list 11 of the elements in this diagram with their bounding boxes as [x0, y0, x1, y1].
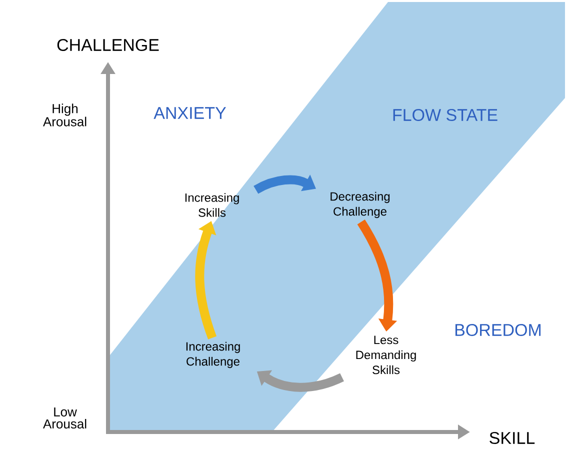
step-text: Less Demanding Skills: [356, 336, 416, 374]
axis-title: SKILL: [490, 432, 535, 444]
axis-title: CHALLENGE: [57, 38, 159, 52]
step-text: Increasing Skills: [185, 193, 239, 217]
region-label: FLOW STATE: [393, 108, 498, 122]
region-label: ANXIETY: [154, 107, 226, 119]
region-label: BOREDOM: [455, 324, 541, 336]
axis-label: High Arousal: [43, 104, 86, 126]
step-text: Increasing Challenge: [186, 342, 240, 368]
step-text: Decreasing Challenge: [330, 192, 390, 218]
axis-label: Low Arousal: [43, 407, 86, 429]
